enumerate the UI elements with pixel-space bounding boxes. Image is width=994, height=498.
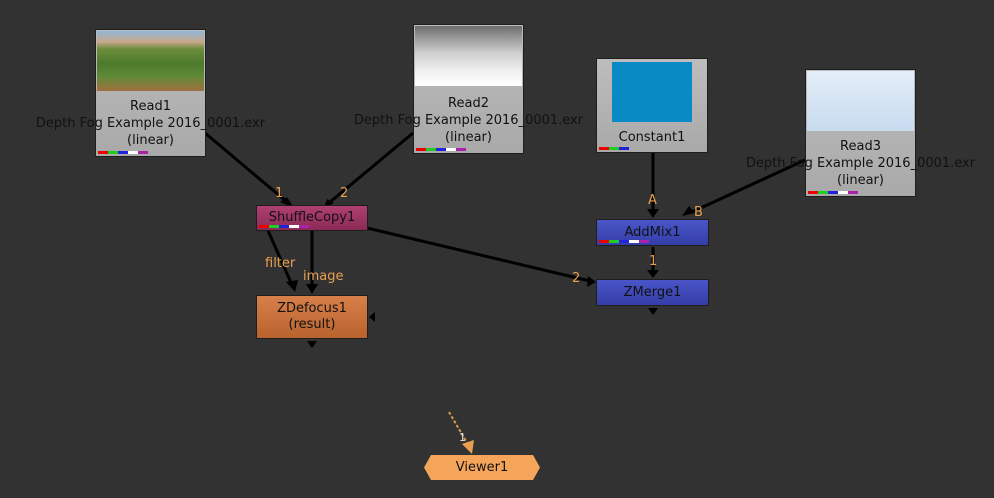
zdefocus1-mask-input-arrow[interactable] bbox=[369, 312, 375, 322]
zmerge1-output-arrow bbox=[648, 308, 658, 315]
read3-label: Read3 Depth Fog Example 2016_0001.exr (l… bbox=[726, 138, 994, 189]
viewer1-title: Viewer1 bbox=[455, 459, 509, 475]
constant1-title: Constant1 bbox=[618, 130, 686, 145]
arrow-viewer-input bbox=[462, 440, 474, 454]
edge-viewer-input-dashed[interactable] bbox=[448, 411, 471, 449]
read1-node[interactable]: Read1 Depth Fog Example 2016_0001.exr (l… bbox=[36, 29, 265, 157]
shufflecopy1-node[interactable]: ShuffleCopy1 bbox=[256, 205, 368, 231]
read1-title: Read1 bbox=[130, 99, 171, 114]
read2-node[interactable]: Read2 Depth Fog Example 2016_0001.exr (l… bbox=[354, 24, 583, 154]
zdefocus-image-label: image bbox=[303, 269, 344, 284]
read1-channel-strip bbox=[98, 151, 148, 154]
read3-colorspace: (linear) bbox=[837, 173, 884, 188]
read1-file: Depth Fog Example 2016_0001.exr bbox=[35, 116, 266, 131]
arrow-zmerge-input2 bbox=[587, 276, 596, 287]
read1-label: Read1 Depth Fog Example 2016_0001.exr (l… bbox=[16, 98, 285, 149]
shufflecopy1-channel-strip bbox=[259, 225, 309, 228]
read2-label: Read2 Depth Fog Example 2016_0001.exr (l… bbox=[334, 95, 603, 146]
zmerge-input1-label: 1 bbox=[649, 254, 658, 269]
edge-read3-addmix[interactable] bbox=[691, 158, 806, 214]
read1-thumbnail bbox=[97, 31, 204, 91]
addmix1-channel-strip bbox=[599, 240, 649, 243]
arrow-addmix-b bbox=[682, 206, 695, 216]
viewer1-node[interactable]: Viewer1 bbox=[424, 455, 540, 480]
zmerge1-title: ZMerge1 bbox=[623, 284, 682, 300]
zmerge-input2-label: 2 bbox=[572, 271, 581, 286]
addmix-input-a-label: A bbox=[648, 193, 657, 208]
read3-title: Read3 bbox=[840, 139, 881, 154]
read2-file: Depth Fog Example 2016_0001.exr bbox=[353, 113, 584, 128]
addmix-input-b-label: B bbox=[694, 205, 703, 220]
read1-colorspace: (linear) bbox=[127, 133, 174, 148]
zdefocus-filter-label: filter bbox=[265, 256, 296, 271]
read3-channel-strip bbox=[808, 191, 858, 194]
arrow-mask-input bbox=[286, 280, 298, 292]
read3-thumbnail bbox=[807, 71, 914, 131]
read3-file: Depth Fog Example 2016_0001.exr bbox=[745, 156, 976, 171]
read3-node[interactable]: Read3 Depth Fog Example 2016_0001.exr (l… bbox=[746, 69, 975, 197]
arrow-zdefocus-input bbox=[306, 284, 318, 294]
edge-shuffle-zmerge[interactable] bbox=[366, 226, 591, 283]
zdefocus1-subtitle: (result) bbox=[288, 317, 336, 332]
addmix1-title: AddMix1 bbox=[624, 224, 681, 240]
edge-read2-shuffle[interactable] bbox=[329, 131, 414, 204]
read2-title: Read2 bbox=[448, 96, 489, 111]
shufflecopy1-title: ShuffleCopy1 bbox=[268, 210, 356, 225]
arrow-zmerge-input1 bbox=[647, 270, 659, 278]
zdefocus1-node[interactable]: ZDefocus1 (result) bbox=[256, 295, 368, 339]
read2-channel-strip bbox=[416, 148, 466, 151]
zmerge1-node[interactable]: ZMerge1 bbox=[596, 279, 709, 306]
zdefocus1-title: ZDefocus1 bbox=[277, 301, 347, 316]
edge-read1-shuffle[interactable] bbox=[204, 131, 288, 204]
constant1-node[interactable]: Constant1 bbox=[596, 58, 708, 153]
zdefocus1-output-arrow bbox=[307, 341, 317, 348]
shuffle-input1-label: 1 bbox=[275, 186, 284, 201]
read2-thumbnail bbox=[415, 26, 522, 86]
arrow-addmix-a bbox=[647, 209, 659, 218]
shuffle-input2-label: 2 bbox=[340, 186, 349, 201]
constant1-swatch bbox=[612, 62, 692, 122]
viewer-input1-label: 1 bbox=[459, 431, 466, 444]
read2-colorspace: (linear) bbox=[445, 130, 492, 145]
addmix1-node[interactable]: AddMix1 bbox=[596, 219, 709, 246]
constant1-channel-strip bbox=[599, 147, 629, 150]
edge-mask-zdefocus[interactable] bbox=[264, 225, 294, 286]
